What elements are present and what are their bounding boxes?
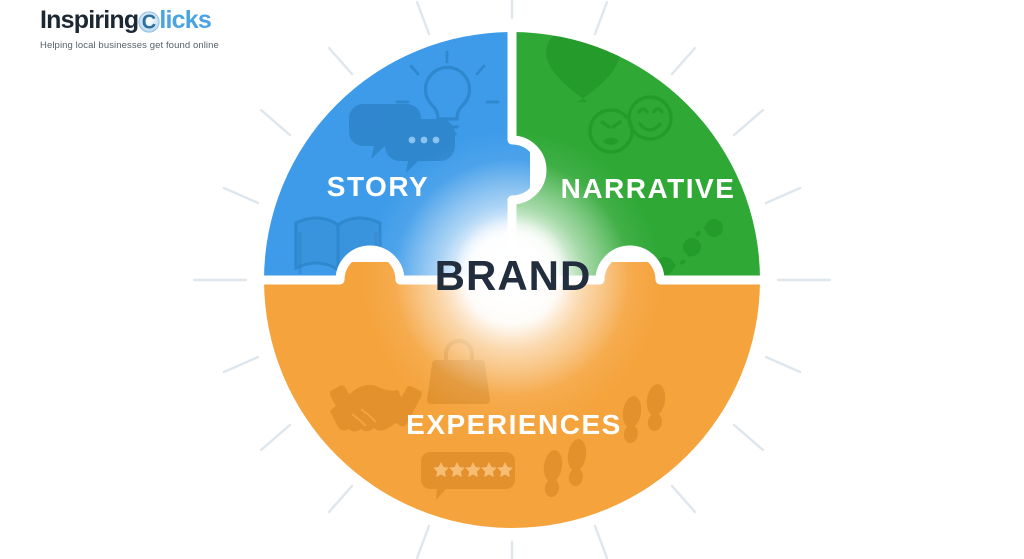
star-rating-bubble-icon [421,452,515,500]
site-logo[interactable]: Inspiring C licks Helping local business… [40,8,270,60]
radiating-rays [192,0,832,559]
c-click-circle-icon: C [138,11,160,33]
handshake-icon [329,384,422,432]
logo-word-first: Inspiring [40,6,139,34]
journey-dot [705,219,723,237]
narrative-icons [545,32,723,280]
experiences-icons [329,339,666,500]
journey-path-icon [643,219,723,280]
logo-mark-letter: C [142,11,156,33]
brand-center-label: BRAND [435,252,592,299]
logo-tagline: Helping local businesses get found onlin… [40,40,219,51]
sad-face-icon [588,108,634,154]
segment-label-story: STORY [327,171,429,202]
brand-center [394,160,630,396]
logo-wordmark: Inspiring C licks [40,8,270,33]
journey-dot [683,238,701,256]
logo-word-second: licks [159,6,211,34]
segment-label-experiences: EXPERIENCES [406,409,622,440]
footprints-icon [543,384,666,498]
heart-icon [545,32,621,102]
star-rating-stars [433,462,513,477]
happy-face-icon [627,95,673,141]
